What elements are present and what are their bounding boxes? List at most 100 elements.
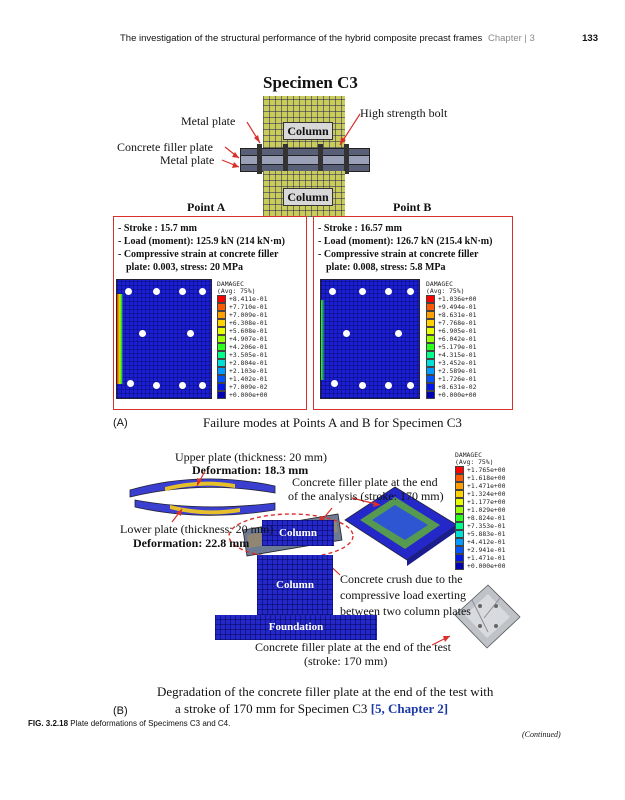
legend-value: +1.471e-01 (467, 553, 506, 562)
legend-value: +3.452e-01 (438, 358, 477, 367)
point-a-damage-zone (117, 294, 123, 384)
legend-entry: +3.505e-01 (217, 350, 268, 359)
point-b-damage-zone (321, 300, 325, 380)
legend-value: +5.179e-01 (438, 342, 477, 351)
label-metal-plate-top: Metal plate (181, 114, 236, 128)
legend-value: +9.494e-01 (438, 302, 477, 311)
legend-b: DAMAGEC (Avg: 75%) +1.036e+00+9.494e-01+… (426, 281, 476, 399)
bolt-hole (329, 288, 336, 295)
legend-entry: +2.804e-01 (217, 358, 268, 367)
column-lower-block: Column (257, 555, 333, 615)
legend-entry: +0.000e+00 (426, 390, 476, 399)
legend-swatch (426, 350, 435, 359)
bolt-hole (139, 330, 146, 337)
legend-value: +2.804e-01 (229, 358, 268, 367)
legend-swatch (217, 294, 226, 303)
legend-entry: +4.412e-01 (455, 537, 506, 546)
page-number: 133 (582, 33, 598, 44)
legend-entry: +1.029e+00 (455, 505, 505, 514)
legend-value: +8.411e-01 (229, 294, 268, 303)
legend-swatch (217, 310, 226, 319)
bolt-hole (385, 382, 392, 389)
legend-entry: +1.036e+00 (426, 294, 476, 303)
legend-swatch (426, 366, 435, 375)
bolt-hole (125, 288, 132, 295)
panel-a-letter: (A) (113, 417, 128, 429)
legend-entry: +7.009e-02 (217, 382, 267, 391)
label-filler-end-1: Concrete filler plate at the end (292, 475, 438, 489)
legend-swatch (426, 326, 435, 335)
legend-value: +5.883e-01 (467, 529, 506, 538)
legend-swatch (455, 537, 464, 546)
legend-swatch (426, 318, 435, 327)
legend-swatch (455, 529, 464, 538)
legend-panel-b-entries: +1.765e+00+1.618e+00+1.471e+00+1.324e+00… (455, 465, 506, 570)
legend-swatch (455, 497, 464, 506)
bolt-hole (359, 382, 366, 389)
label-upper-deformation: Deformation: 18.3 mm (192, 463, 309, 477)
legend-swatch (455, 465, 464, 474)
point-a-box: - Stroke : 15.7 mm - Load (moment): 125.… (113, 216, 307, 410)
legend-value: +4.412e-01 (467, 537, 506, 546)
legend-value: +2.103e-01 (229, 366, 268, 375)
legend-entry: +9.494e-01 (426, 302, 477, 311)
legend-entry: +4.315e-01 (426, 350, 476, 359)
legend-value: +6.042e-01 (438, 334, 477, 343)
legend-value: +6.308e-01 (229, 318, 268, 327)
point-a-strain-1: - Compressive strain at concrete filler (118, 249, 279, 260)
legend-entry: +4.206e-01 (217, 342, 267, 351)
legend-entry: +6.308e-01 (217, 318, 268, 327)
legend-value: +3.505e-01 (229, 350, 268, 359)
bolt-hole (153, 382, 160, 389)
legend-value: +6.905e-01 (438, 326, 477, 335)
legend-swatch (217, 318, 226, 327)
legend-swatch (217, 374, 226, 383)
bolt-hole (199, 288, 206, 295)
bolt-2 (283, 144, 288, 174)
running-title: The investigation of the structural perf… (120, 33, 483, 44)
label-point-a: Point A (187, 200, 226, 214)
legend-entry: +7.009e-01 (217, 310, 268, 319)
legend-value: +7.710e-01 (229, 302, 268, 311)
legend-b-subtitle: (Avg: 75%) (426, 286, 465, 295)
legend-value: +8.824e-01 (467, 513, 506, 522)
legend-value: +7.009e-01 (229, 310, 268, 319)
legend-entry: +2.941e-01 (455, 545, 505, 554)
label-lower-deformation: Deformation: 22.8 mm (133, 536, 250, 550)
legend-entry: +7.710e-01 (217, 302, 268, 311)
panel-b-caption-line-1: Degradation of the concrete filler plate… (157, 684, 494, 699)
bolt-hole (331, 380, 338, 387)
panel-b-caption-ref[interactable]: [5, Chapter 2] (370, 701, 449, 716)
legend-swatch (455, 481, 464, 490)
legend-entry: +0.000e+00 (217, 390, 267, 399)
point-b-strain-2: plate: 0.008, stress: 5.8 MPa (326, 262, 446, 273)
panel-b-caption-text: a stroke of 170 mm for Specimen C3 (175, 701, 368, 716)
bolt-hole (385, 288, 392, 295)
legend-swatch (455, 473, 464, 482)
legend-a-title: DAMAGEC (217, 280, 244, 288)
point-b-load: - Load (moment): 126.7 kN (215.4 kN·m) (318, 236, 493, 247)
label-concrete-crush: Concrete crush due to the compressive lo… (340, 571, 471, 619)
legend-swatch (217, 342, 226, 351)
legend-value: +7.353e-01 (467, 521, 506, 530)
label-filler-end-2: of the analysis (stroke: 170 mm) (288, 489, 444, 503)
legend-swatch (455, 545, 464, 554)
column-label-top: Column (283, 122, 333, 140)
legend-panel-b-title: DAMAGEC (455, 451, 482, 459)
legend-panel-b-subtitle: (Avg: 75%) (455, 457, 494, 466)
legend-entry: +1.618e+00 (455, 473, 505, 482)
bolt-hole (187, 330, 194, 337)
column-label-bottom: Column (283, 188, 333, 206)
legend-swatch (217, 334, 226, 343)
legend-entry: +8.631e-01 (426, 310, 476, 319)
legend-entry: +1.471e-01 (455, 553, 506, 562)
point-b-contour-plot (320, 279, 420, 399)
legend-value: +5.608e-01 (229, 326, 268, 335)
label-point-b: Point B (393, 200, 432, 214)
legend-entry: +8.411e-01 (217, 294, 268, 303)
legend-entry: +1.765e+00 (455, 465, 505, 474)
legend-entry: +7.768e-01 (426, 318, 476, 327)
legend-entry: +1.471e+00 (455, 481, 505, 490)
bolt-hole (395, 330, 402, 337)
